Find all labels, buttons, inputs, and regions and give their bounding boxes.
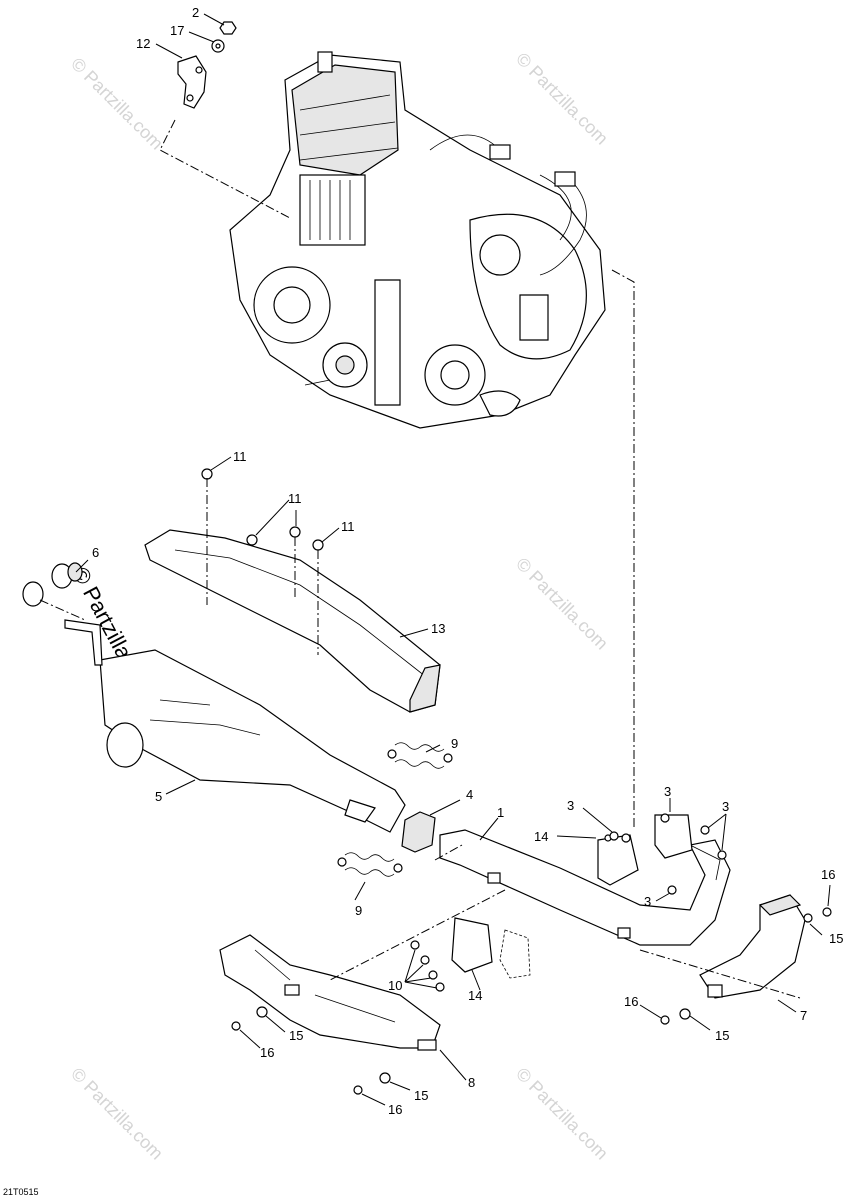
spring-9-lower xyxy=(337,852,403,877)
engine xyxy=(229,51,606,429)
washer-17 xyxy=(211,39,225,53)
callout-3-a: 3 xyxy=(567,798,574,813)
spring-9-upper xyxy=(387,742,453,769)
bracket-14-upper xyxy=(597,834,639,886)
callout-11-b: 11 xyxy=(288,491,302,506)
assembly-lines xyxy=(39,119,801,999)
callout-6: 6 xyxy=(92,545,99,560)
callout-9-upper: 9 xyxy=(451,736,458,751)
leader-lines xyxy=(75,13,831,1106)
callout-3-c: 3 xyxy=(722,799,729,814)
callout-13: 13 xyxy=(431,621,445,636)
callout-15-left: 15 xyxy=(289,1028,303,1043)
gasket-4 xyxy=(401,811,436,853)
callout-16-left: 16 xyxy=(260,1045,274,1060)
callout-16-bottom: 16 xyxy=(388,1102,402,1117)
callout-8: 8 xyxy=(468,1075,475,1090)
bolt-11-c xyxy=(289,526,301,538)
watermark: © Partzilla.com xyxy=(512,1064,612,1164)
head-pipe-7 xyxy=(699,894,806,999)
bolt-11-d xyxy=(312,539,324,551)
muffler-5 xyxy=(64,619,406,833)
callout-16-mid: 16 xyxy=(624,994,638,1009)
watermark: © Partzilla.com xyxy=(67,54,167,154)
tail-shield-8 xyxy=(219,934,441,1051)
doc-id: 21T0515 xyxy=(3,1187,39,1197)
callout-11-c: 11 xyxy=(341,519,355,534)
bolt-11-b xyxy=(246,534,258,546)
watermark: © Partzilla.com xyxy=(512,49,612,149)
callout-15-mid: 15 xyxy=(715,1028,729,1043)
callout-5: 5 xyxy=(155,789,162,804)
callout-15-right: 15 xyxy=(829,931,843,946)
heat-shield-13 xyxy=(144,529,441,713)
callout-14-upper: 14 xyxy=(534,829,548,844)
callout-3-b: 3 xyxy=(664,784,671,799)
grommets-6 xyxy=(22,562,83,607)
bracket-12 xyxy=(177,55,207,109)
bolt-11-a xyxy=(201,468,213,480)
flange xyxy=(654,814,693,859)
callout-15-bottom: 15 xyxy=(414,1088,428,1103)
callout-17: 17 xyxy=(170,23,184,38)
bracket-14-lower xyxy=(451,917,531,979)
callout-12: 12 xyxy=(136,36,150,51)
callout-1: 1 xyxy=(497,805,504,820)
callout-3-d: 3 xyxy=(644,894,651,909)
bolts-10 xyxy=(410,940,445,992)
callout-9-lower: 9 xyxy=(355,903,362,918)
callout-4: 4 xyxy=(466,787,473,802)
callout-11-a: 11 xyxy=(233,449,247,464)
callout-labels: 2 17 12 11 11 11 6 13 9 5 4 1 3 3 3 14 3… xyxy=(92,5,843,1117)
watermark: © Partzilla.com xyxy=(67,1064,167,1164)
callout-7: 7 xyxy=(800,1008,807,1023)
nuts-3 xyxy=(609,813,727,895)
callout-10: 10 xyxy=(388,978,402,993)
hardware-15-16 xyxy=(231,907,832,1095)
callout-16-right: 16 xyxy=(821,867,835,882)
callout-2: 2 xyxy=(192,5,199,20)
callout-14-lower: 14 xyxy=(468,988,482,1003)
watermark: © Partzilla.com xyxy=(512,554,612,654)
